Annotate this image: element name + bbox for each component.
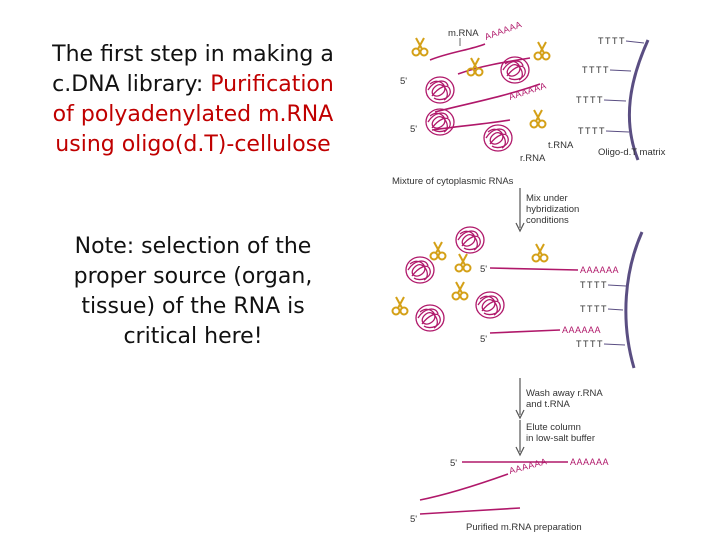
trna-scissor-icon — [429, 241, 447, 261]
five-prime-label-1: 5' — [400, 76, 407, 87]
rrna-tangle-icon — [405, 256, 435, 284]
rrna-tangle-icon — [425, 76, 455, 104]
title-line-3: of polyadenylated m.RNA — [52, 102, 334, 127]
trna-scissor-icon — [454, 253, 472, 273]
five-prime-label-4: 5' — [480, 334, 487, 345]
purified-mrna-strand-2 — [419, 473, 509, 501]
rrna-tangle-icon — [500, 56, 530, 84]
label-purified: Purified m.RNA preparation — [466, 522, 582, 533]
rrna-tangle-icon — [475, 291, 505, 319]
rrna-tangle-icon — [455, 226, 485, 254]
oligo-dt-label-7: TTTT — [576, 339, 604, 349]
oligo-dt-label-2: TTTT — [582, 65, 610, 75]
poly-a-tail-6: AAAAAA — [508, 456, 548, 476]
poly-a-tail-3: AAAAAA — [580, 265, 619, 275]
mrna-strand-4 — [431, 119, 511, 131]
trna-scissor-icon — [533, 41, 551, 61]
step3-label-2: in low-salt buffer — [526, 433, 595, 444]
title-line-2-plain: c.DNA library: — [52, 72, 211, 97]
title-highlight-1: Purification — [210, 72, 334, 97]
step3-label-1: Elute column — [526, 422, 581, 433]
trna-scissor-icon — [451, 281, 469, 301]
step1-label-2: hybridization — [526, 204, 579, 215]
mrna-strand-1 — [429, 43, 486, 61]
note-line-1: Note: selection of the — [74, 234, 312, 259]
trna-scissor-icon — [531, 243, 549, 263]
trna-scissor-icon — [529, 109, 547, 129]
mrna-purification-diagram: m.RNA AAAAAA AAAAAA 5' 5' r.RNA t.RNA Mi… — [391, 19, 666, 533]
step1-label-3: conditions — [526, 215, 569, 226]
oligo-dt-label-4: TTTT — [578, 126, 606, 136]
slide-note: Note: selection of the proper source (or… — [18, 232, 368, 352]
trna-scissor-icon — [391, 296, 409, 316]
label-rrna: r.RNA — [520, 153, 546, 164]
step2-label-1: Wash away r.RNA — [526, 388, 603, 399]
bound-mrna-strand-1 — [489, 267, 579, 271]
poly-a-tail-5: AAAAAA — [570, 457, 609, 467]
title-line-2: c.DNA library: Purification — [18, 70, 368, 100]
note-line-4: critical here! — [123, 324, 263, 349]
title-line-4: using oligo(d.T)-cellulose — [55, 132, 331, 157]
five-prime-label-6: 5' — [410, 514, 417, 525]
oligo-dt-matrix-2 — [624, 231, 644, 369]
bound-mrna-strand-2 — [489, 329, 561, 334]
label-oligo-matrix: Oligo-d.T matrix — [598, 147, 666, 158]
label-mrna: m.RNA — [448, 28, 479, 39]
poly-a-tail-1: AAAAAA — [483, 19, 523, 42]
oligo-dt-matrix-1 — [627, 39, 650, 161]
note-line-2: proper source (organ, — [73, 264, 313, 289]
slide-title: The first step in making a c.DNA library… — [18, 40, 368, 160]
purified-mrna-strand-3 — [419, 507, 521, 515]
oligo-dt-label-5: TTTT — [580, 280, 608, 290]
oligo-dt-label-6: TTTT — [580, 304, 608, 314]
trna-scissor-icon — [411, 37, 429, 57]
five-prime-label-3: 5' — [480, 264, 487, 275]
oligo-dt-label-1: TTTT — [598, 36, 626, 46]
rrna-tangle-icon — [483, 124, 513, 152]
step2-label-2: and t.RNA — [526, 399, 570, 410]
rrna-tangle-icon — [415, 304, 445, 332]
step1-label-1: Mix under — [526, 193, 568, 204]
oligo-dt-label-3: TTTT — [576, 95, 604, 105]
title-line-1: The first step in making a — [52, 42, 334, 67]
label-trna: t.RNA — [548, 140, 574, 151]
label-mixture: Mixture of cytoplasmic RNAs — [392, 176, 514, 187]
note-line-3: tissue) of the RNA is — [81, 294, 305, 319]
five-prime-label-2: 5' — [410, 124, 417, 135]
poly-a-tail-4: AAAAAA — [562, 325, 601, 335]
five-prime-label-5: 5' — [450, 458, 457, 469]
rrna-tangle-icon — [425, 108, 455, 136]
